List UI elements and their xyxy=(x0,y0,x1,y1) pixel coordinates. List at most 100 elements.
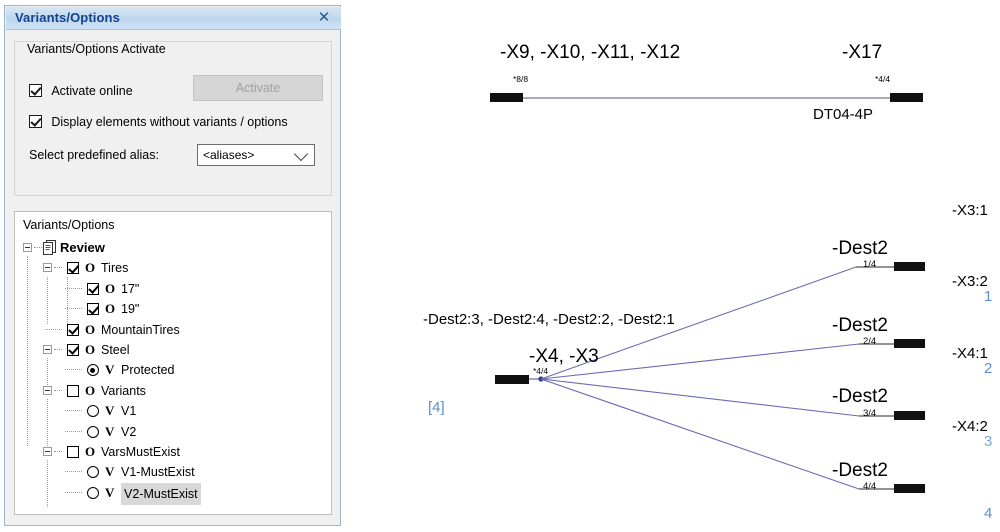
tree-connector xyxy=(34,247,42,249)
top-left-pins: *8/8 xyxy=(513,74,529,84)
tree-connector xyxy=(45,328,62,331)
top-left-terminal xyxy=(490,93,523,102)
branch-wire-3 xyxy=(540,378,860,417)
tree-node-label: V1-MustExist xyxy=(121,465,195,480)
tree-node[interactable]: V V1-MustExist xyxy=(15,462,331,482)
activate-button[interactable]: Activate xyxy=(193,75,323,101)
activate-online-label: Activate online xyxy=(51,84,133,98)
tree-radio[interactable] xyxy=(87,364,99,377)
activate-groupbox xyxy=(14,41,332,196)
collapse-icon[interactable] xyxy=(43,263,52,273)
collapse-icon[interactable] xyxy=(43,385,52,395)
tree-node-label: 19" xyxy=(121,302,140,317)
branch-wire-1 xyxy=(540,266,857,380)
tree-node-label: V1 xyxy=(121,404,137,419)
tree-node-label: 17" xyxy=(121,281,140,296)
tree-node-label: Protected xyxy=(121,363,175,378)
tree-guide xyxy=(47,399,49,446)
branch-wire-4 xyxy=(540,378,860,490)
tree-connector xyxy=(54,267,62,269)
tree-node-label: Review xyxy=(60,240,105,255)
right-col-num-4: 4 xyxy=(984,505,993,522)
top-right-pins: *4/4 xyxy=(875,74,891,84)
alias-select[interactable]: <aliases> xyxy=(197,144,315,166)
tree-radio[interactable] xyxy=(87,466,99,479)
tree-connector xyxy=(54,389,62,392)
fan-source-pins: *4/4 xyxy=(533,366,549,376)
tree-guide xyxy=(27,256,29,446)
tree-checkbox[interactable] xyxy=(87,282,99,295)
fan-source-terminal xyxy=(495,375,529,384)
tree-node-label: V2-MustExist xyxy=(121,482,201,506)
top-right-label: -X17 xyxy=(842,42,883,63)
tree-connector xyxy=(65,491,82,494)
branch-terminal-4 xyxy=(894,484,925,493)
tree-guide xyxy=(67,276,69,324)
tree-radio[interactable] xyxy=(87,486,99,499)
tree-checkbox[interactable] xyxy=(67,323,79,336)
tree-checkbox[interactable] xyxy=(87,303,99,316)
tree-node[interactable]: O Variants xyxy=(15,381,331,401)
variant-marker: V xyxy=(105,464,115,480)
wiring-diagram: -X9, -X10, -X11, -X12 *8/8 -X17 *4/4 DT0… xyxy=(345,0,1000,532)
fan-source-label: -X4, -X3 xyxy=(529,346,599,367)
activate-online-checkbox[interactable] xyxy=(29,84,42,97)
variant-marker: V xyxy=(105,362,115,378)
document-icon xyxy=(43,240,56,255)
tree-node-label: VarsMustExist xyxy=(101,444,180,459)
tree-caption: Variants/Options xyxy=(23,218,115,232)
activate-online-row[interactable]: Activate online xyxy=(29,84,133,98)
collapse-icon[interactable] xyxy=(23,243,32,252)
tree-checkbox[interactable] xyxy=(67,384,79,397)
tree-checkbox[interactable] xyxy=(67,343,79,356)
tree-connector xyxy=(54,450,62,453)
tree-connector xyxy=(65,287,82,290)
branch-label-3: -Dest2 xyxy=(832,386,888,407)
right-col-num-1: 1 xyxy=(984,288,993,305)
display-elements-row[interactable]: Display elements without variants / opti… xyxy=(29,115,288,129)
display-elements-checkbox[interactable] xyxy=(29,115,42,128)
collapse-icon[interactable] xyxy=(43,446,52,456)
tree-checkbox[interactable] xyxy=(67,262,79,275)
alias-value: <aliases> xyxy=(203,148,255,162)
tree-node[interactable]: V Protected xyxy=(15,360,331,380)
fan-source-dests: -Dest2:3, -Dest2:4, -Dest2:2, -Dest2:1 xyxy=(423,311,675,328)
branch-wire-2 xyxy=(540,343,860,380)
groupbox-legend: Variants/Options Activate xyxy=(23,42,170,56)
tree-node[interactable]: Review xyxy=(15,238,331,258)
right-col-name-3: -X4:2 xyxy=(952,418,988,435)
option-marker: O xyxy=(85,260,96,276)
right-col-name-2: -X4:1 xyxy=(952,345,988,362)
branch-terminal-1 xyxy=(894,262,925,271)
branch-pin-2: 2/4 xyxy=(863,336,877,347)
option-marker: O xyxy=(85,382,96,398)
right-col-num-2: 2 xyxy=(984,360,993,377)
tree-checkbox[interactable] xyxy=(67,445,79,458)
branch-terminal-3 xyxy=(894,411,925,420)
tree-radio[interactable] xyxy=(87,405,99,418)
fan-source-count: [4] xyxy=(428,399,445,416)
chevron-down-icon xyxy=(293,146,309,162)
collapse-icon[interactable] xyxy=(43,344,52,354)
tree-radio[interactable] xyxy=(87,425,99,438)
tree-node-label: Variants xyxy=(101,383,146,398)
tree-guide xyxy=(47,460,49,508)
top-right-terminal xyxy=(890,93,923,102)
tree-connector xyxy=(65,471,82,473)
tree-guide xyxy=(47,276,49,324)
tree-guide xyxy=(47,358,49,385)
close-icon[interactable]: ✕ xyxy=(317,9,331,26)
tree-connector xyxy=(65,308,82,310)
tree-connector xyxy=(54,348,62,351)
